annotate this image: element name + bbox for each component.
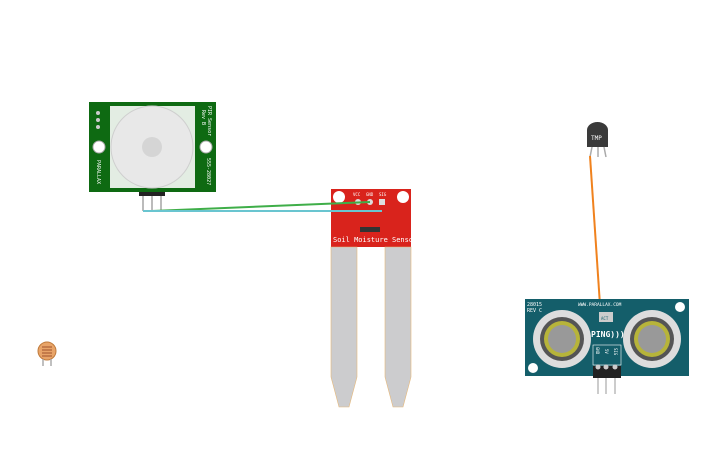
soil-pin-vcc: VCC [353, 192, 361, 197]
ping-rev: REV C [527, 308, 542, 314]
ping-model: 28015 [527, 302, 542, 308]
ping-sensor[interactable]: 28015 REV C WWW.PARALLAX.COM ACT PING)))… [525, 299, 689, 394]
pir-title: PIR Sensor [206, 106, 212, 136]
soil-pin-sig: SIG [379, 192, 387, 197]
ping-pin-sig: SIG [613, 348, 618, 356]
tmp-label: TMP [591, 135, 602, 142]
soil-pin-gnd: GND [366, 192, 374, 197]
pir-sensor[interactable]: PARALLAX PIR Sensor Rev B 555-28027 [89, 102, 216, 211]
wire-green[interactable] [151, 201, 371, 212]
soil-moisture-sensor[interactable]: VCC GND SIG Soil Moisture Sensor [330, 189, 417, 408]
photoresistor[interactable] [37, 341, 57, 366]
wire-orange[interactable] [589, 155, 601, 306]
soil-label: Soil Moisture Sensor [333, 236, 417, 244]
pir-rev: Rev B [200, 110, 206, 125]
pir-part: 555-28027 [205, 158, 211, 185]
ping-url: WWW.PARALLAX.COM [578, 302, 622, 308]
ping-pin-5v: 5V [604, 349, 609, 354]
ping-pin-gnd: GND [595, 347, 600, 355]
ping-act: ACT [601, 316, 609, 321]
ping-label: PING))) [591, 330, 625, 339]
tmp-sensor[interactable]: TMP [587, 122, 608, 158]
pir-brand: PARALLAX [95, 160, 101, 184]
